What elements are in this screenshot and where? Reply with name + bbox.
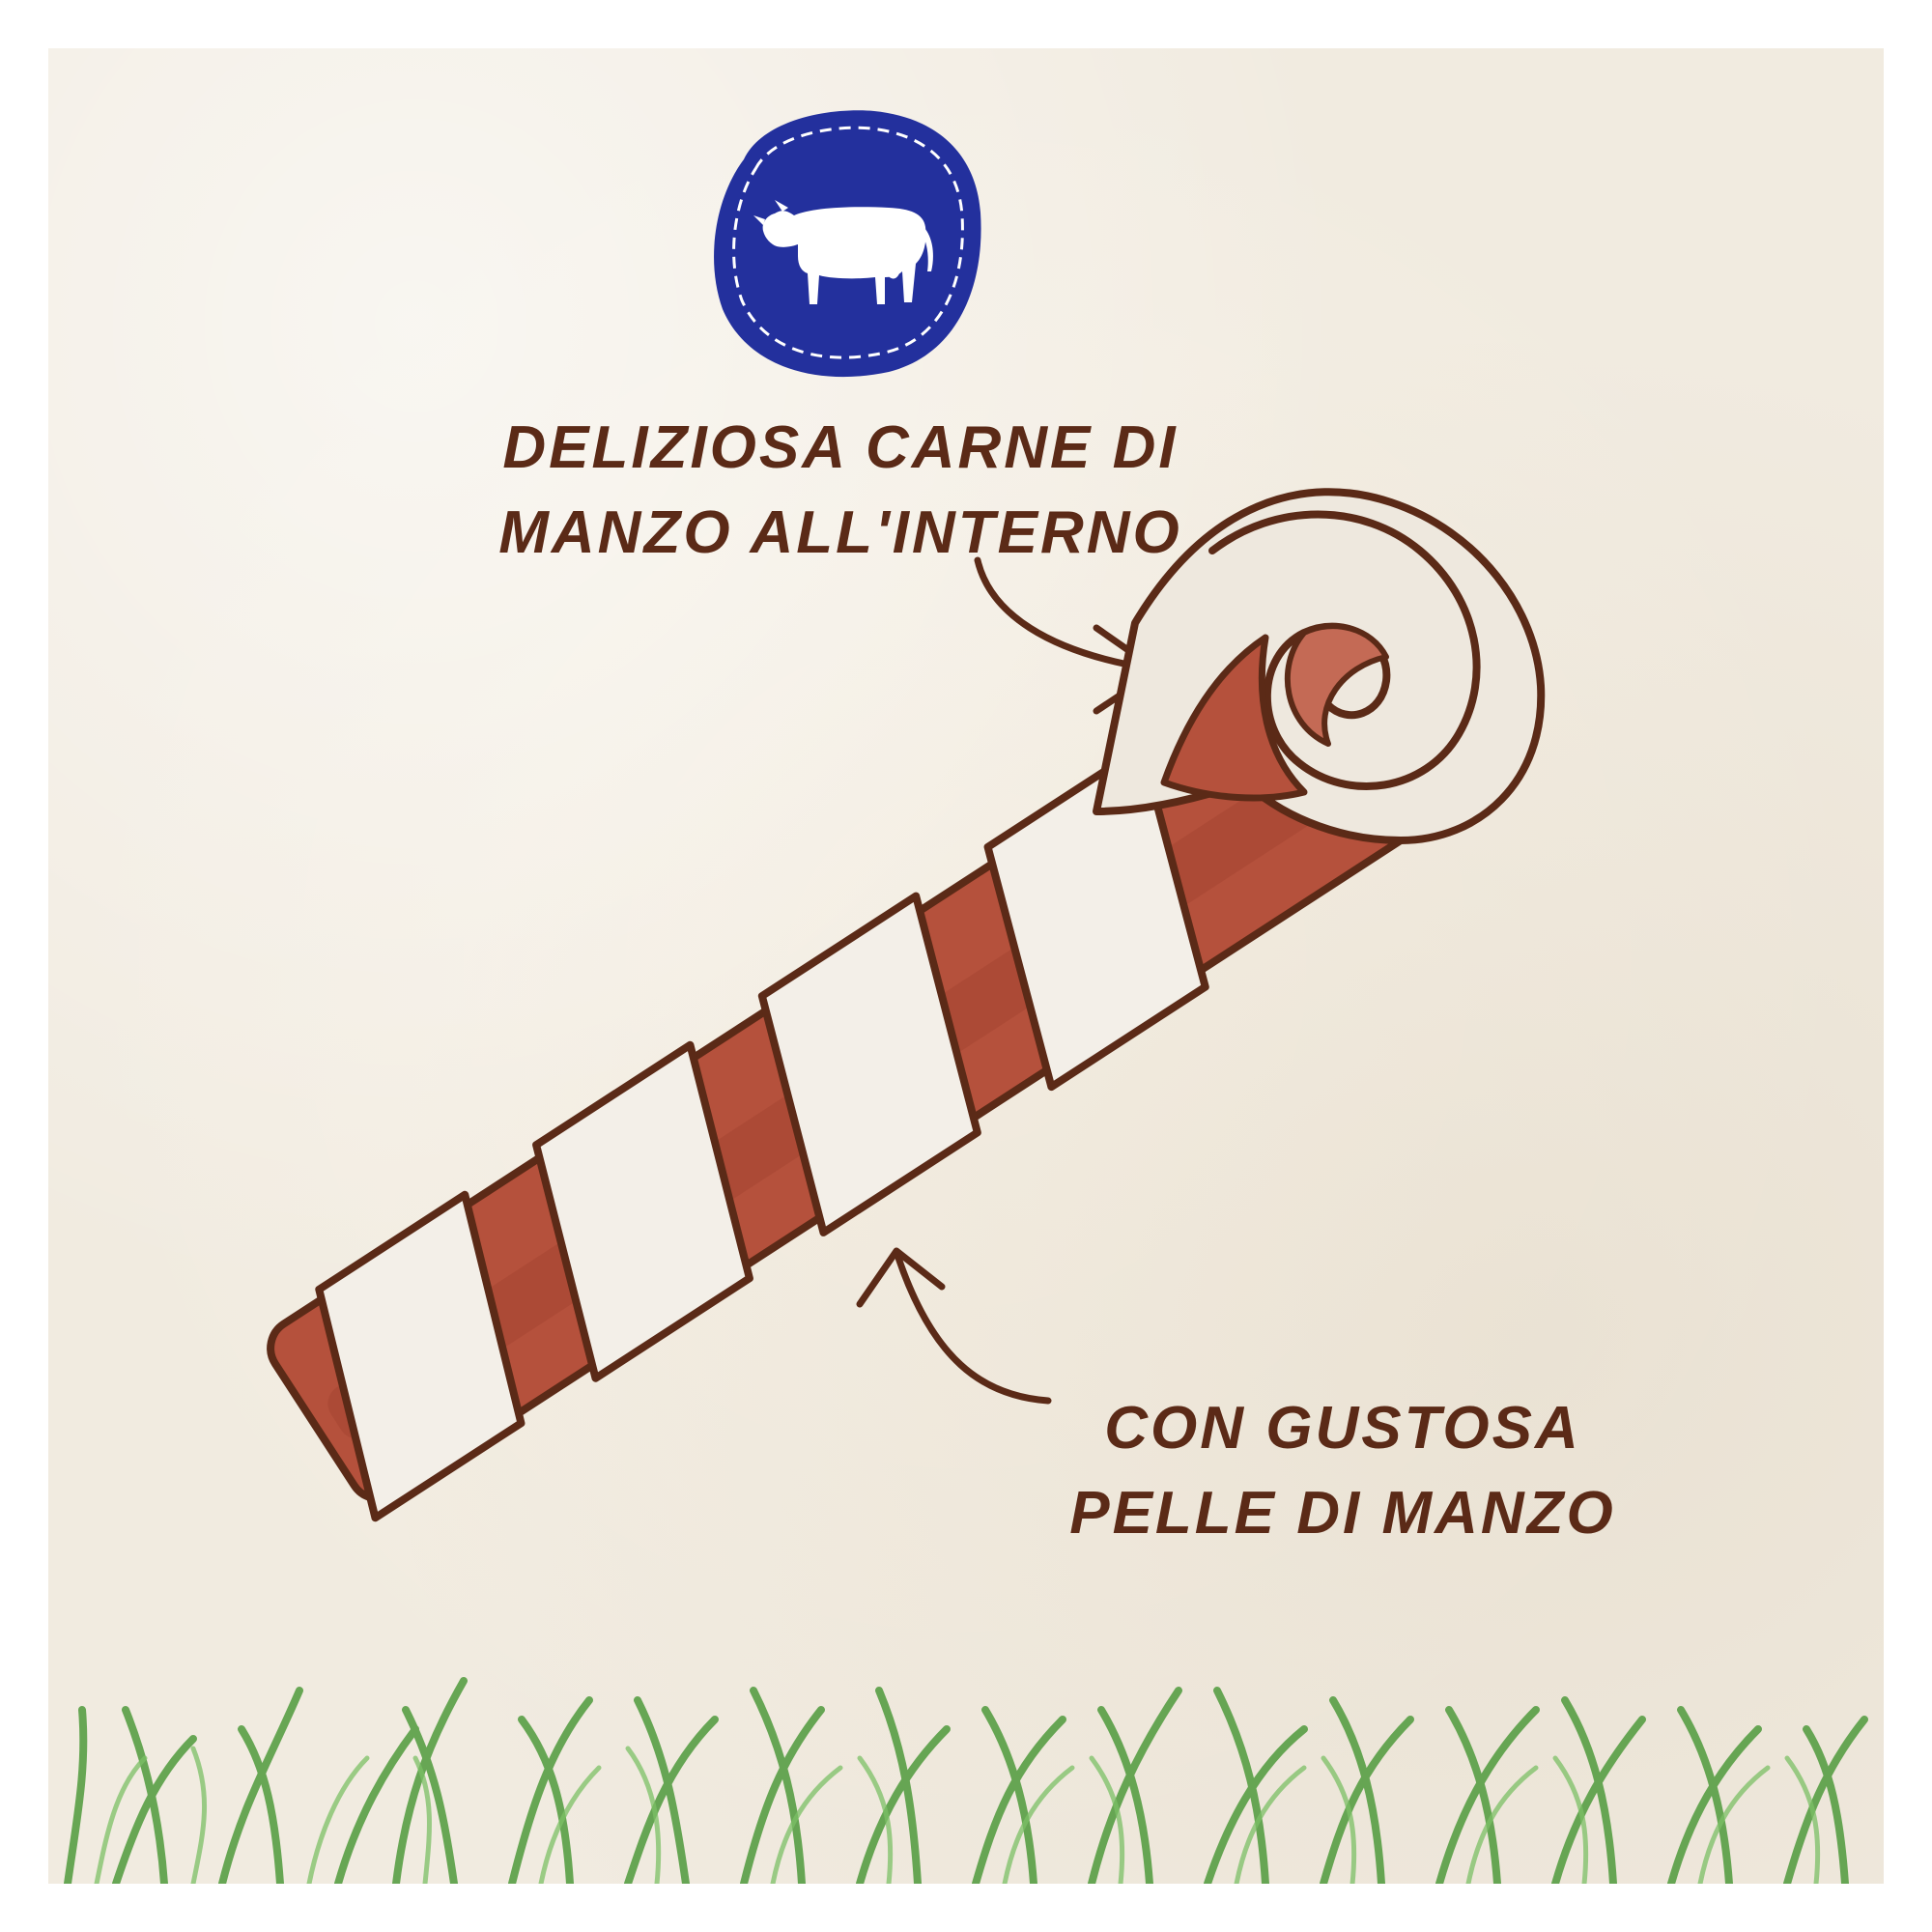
twisted-chew [267,488,1546,1522]
caption-top-line2: manzo all'interno [498,499,1182,566]
caption-meat-inside: Deliziosa carne di manzo all'interno [454,406,1227,576]
illustration-panel: Deliziosa carne di manzo all'interno Con… [48,48,1884,1884]
rolled-end [1093,488,1546,844]
caption-top-line1: Deliziosa carne di [502,414,1179,481]
hide-wrap-2 [532,1040,753,1382]
caption-bottom-line1: Con gustosa [1104,1395,1581,1462]
caption-beef-hide: Con gustosa pelle di manzo [1034,1386,1652,1556]
caption-bottom-line2: pelle di manzo [1069,1480,1616,1547]
hide-wrap-3 [757,892,981,1236]
badge-stitching [732,126,964,359]
arrow-to-hide [856,1247,1052,1405]
cow-badge [705,101,985,382]
hide-wrap-1 [315,1190,526,1522]
grass [64,1677,1868,1884]
badge-shape [714,110,981,378]
cow-icon [753,200,933,304]
hide-wrap-4 [983,743,1209,1092]
drawing-layer [64,488,1868,1884]
